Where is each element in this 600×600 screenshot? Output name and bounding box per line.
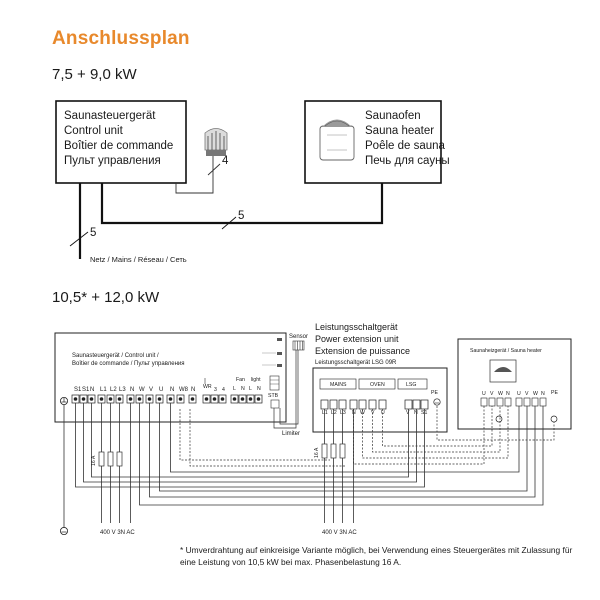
heater-pe-label: PE xyxy=(551,390,558,396)
terminal-label: N xyxy=(191,387,195,393)
heater-terminal-b: N xyxy=(541,391,545,397)
lsg-group-lsg: LSG xyxy=(406,382,416,388)
supply-label-right: 400 V 3N AC xyxy=(322,530,357,536)
limiter-label: Limiter xyxy=(282,431,300,437)
large-heater-box xyxy=(457,338,572,430)
terminal-label: N xyxy=(90,387,94,393)
lsg-terminal: L3 xyxy=(340,410,346,416)
heater-terminal-b: V xyxy=(525,391,529,397)
control-unit-label-ru: Пульт управления xyxy=(64,155,161,167)
heading-large-variant: 10,5* + 12,0 kW xyxy=(52,289,160,306)
fuse-label-right: 16 A xyxy=(314,447,320,458)
lsg-ctrl-terminal: V xyxy=(406,410,410,416)
wr-terminal-label: 3 xyxy=(214,387,217,393)
mains-label: Netz / Mains / Réseau / Сеть xyxy=(90,255,187,264)
mains-wire-count: 5 xyxy=(90,227,96,239)
lsg-title-de: Leistungsschaltgerät xyxy=(315,322,398,332)
control-unit-label-de: Saunasteuergerät xyxy=(64,110,156,122)
heater-label-en: Sauna heater xyxy=(365,125,434,137)
terminal-label: U xyxy=(159,387,163,393)
lsg-terminal: L2 xyxy=(331,410,337,416)
temperature-sensor-icon xyxy=(204,128,228,156)
fuse-label-left: 16 A xyxy=(91,455,97,466)
wr-terminal-label: WR xyxy=(203,384,212,390)
lsg-terminal: U xyxy=(381,410,385,416)
lsg-terminal: N xyxy=(352,410,356,416)
sauna-heater-icon xyxy=(319,119,355,161)
sensor-wire-count: 4 xyxy=(222,155,229,167)
stb-label: STB xyxy=(268,393,279,399)
lsg-mains-wiring xyxy=(324,409,354,523)
heater-terminal-b: U xyxy=(517,391,521,397)
heater-label-ru: Печь для сауны xyxy=(365,155,450,167)
lsg-pe-label: PE xyxy=(431,390,438,396)
fan-label: Fan xyxy=(236,377,245,383)
fuses-right xyxy=(321,443,346,459)
fan-light-terminal: N xyxy=(241,386,245,392)
control-unit-label-fr: Boîtier de commande xyxy=(64,140,173,152)
terminal-label: L2 xyxy=(110,387,117,393)
heater-wire-count: 5 xyxy=(238,210,244,222)
large-variant-diagram: Saunasteuergerät / Control unit / Boîtie… xyxy=(54,322,572,536)
large-control-unit-label-1: Saunasteuergerät / Control unit / xyxy=(72,353,159,359)
lsg-title-fr: Extension de puissance xyxy=(315,346,410,356)
footnote: * Umverdrahtung auf einkreisige Variante… xyxy=(180,545,573,567)
fan-light-terminal: L xyxy=(233,386,236,392)
lsg-terminal: L1 xyxy=(322,410,328,416)
control-terminal-labels: S1 S1 N L1 L2 L3 N W V U N W8 N xyxy=(74,387,195,393)
lsg-group-oven: OVEN xyxy=(370,382,385,388)
fuses-left xyxy=(98,451,123,467)
fan-light-terminal: N xyxy=(257,386,261,392)
supply-label-left: 400 V 3N AC xyxy=(100,530,135,536)
heater-terminal-a: W xyxy=(498,391,503,397)
lsg-title-en: Power extension unit xyxy=(315,334,399,344)
heater-label-de: Saunaofen xyxy=(365,110,421,122)
sensor-label: Sensor xyxy=(289,334,308,340)
terminal-label: L1 xyxy=(100,387,107,393)
heater-terminal-b: W xyxy=(533,391,538,397)
ground-symbol-lsg xyxy=(433,398,441,406)
small-variant-diagram: Saunasteuergerät Control unit Boîtier de… xyxy=(55,100,450,264)
heater-label-fr: Poêle de sauna xyxy=(365,140,446,152)
heading-small-variant: 7,5 + 9,0 kW xyxy=(52,66,137,83)
large-heater-icon xyxy=(489,359,517,383)
heater-terminal-a: U xyxy=(482,391,486,397)
terminal-label: S1 xyxy=(82,387,90,393)
terminal-label: W xyxy=(139,387,145,393)
terminal-label: S1 xyxy=(74,387,82,393)
control-unit-label-en: Control unit xyxy=(64,125,124,137)
light-label: light xyxy=(251,377,261,383)
ground-symbol-left xyxy=(60,396,69,405)
lsg-ctrl-terminal: N xyxy=(414,410,418,416)
wr-terminal-label: 4 xyxy=(222,387,225,393)
ground-symbol-bottom xyxy=(60,527,69,536)
heater-terminal-a: V xyxy=(490,391,494,397)
terminal-label: L3 xyxy=(119,387,126,393)
control-unit-box xyxy=(55,100,187,184)
terminal-label: N xyxy=(170,387,174,393)
lsg-terminal: V xyxy=(371,410,375,416)
large-control-unit-label-2: Boîtier de commande / Пульт управления xyxy=(72,361,185,367)
fan-light-terminal: L xyxy=(249,386,252,392)
lsg-model: Leistungsschaltgerät LSG 09R xyxy=(315,360,397,366)
heater-terminal-a: N xyxy=(506,391,510,397)
lsg-group-mains: MAINS xyxy=(330,382,347,388)
page-title: Anschlussplan xyxy=(52,28,190,49)
terminal-label: W8 xyxy=(179,387,189,393)
terminal-label: V xyxy=(149,387,153,393)
terminal-label: N xyxy=(130,387,134,393)
large-heater-label: Saunaheizgerät / Sauna heater xyxy=(470,348,542,354)
lsg-oven-wiring xyxy=(179,406,555,467)
sensor-icon xyxy=(292,340,305,351)
